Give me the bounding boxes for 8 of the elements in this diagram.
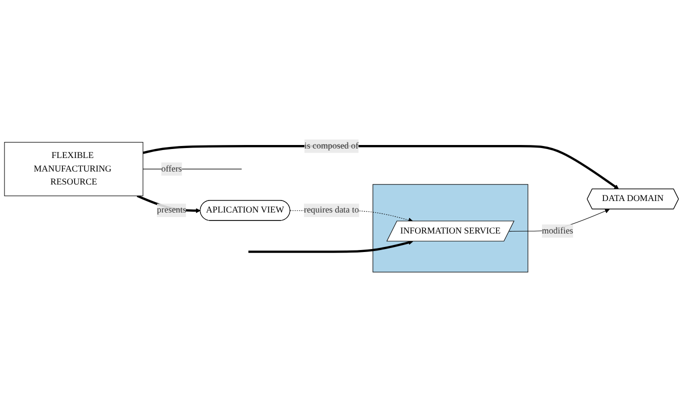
edge-label: requires data to xyxy=(304,206,359,216)
edge-label: is composed of xyxy=(304,141,358,151)
edge-label: offers xyxy=(161,164,182,174)
arrow xyxy=(248,240,414,254)
cluster xyxy=(372,184,528,273)
edge-label: presents xyxy=(156,206,186,216)
edge-label: modifies xyxy=(542,226,574,236)
node-box: FLEXIBLE MANUFACTURING RESOURCE xyxy=(4,142,144,196)
